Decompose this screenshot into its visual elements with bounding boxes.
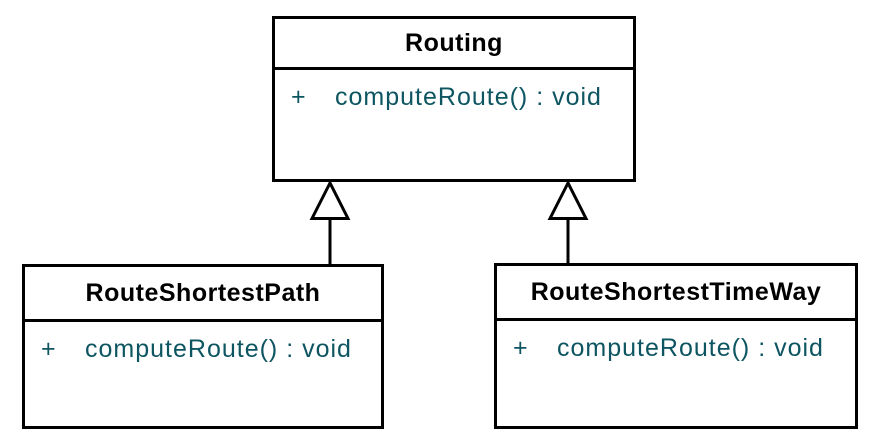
method-row: + computeRoute() : void (513, 334, 855, 363)
class-box-route-shortest-path: RouteShortestPath + computeRoute() : voi… (22, 264, 384, 429)
generalization-arrow-left (309, 179, 351, 266)
method-signature: computeRoute() : void (557, 334, 824, 362)
visibility-symbol: + (41, 335, 57, 363)
inheritance-triangle-icon (547, 179, 589, 220)
class-title: RouteShortestTimeWay (497, 266, 855, 321)
method-signature: computeRoute() : void (335, 83, 602, 111)
class-methods-compartment: + computeRoute() : void (25, 322, 381, 364)
class-title: RouteShortestPath (25, 267, 381, 322)
visibility-symbol: + (513, 334, 529, 362)
class-methods-compartment: + computeRoute() : void (497, 321, 855, 363)
class-box-routing: Routing + computeRoute() : void (272, 16, 636, 182)
visibility-symbol: + (291, 83, 307, 111)
method-row: + computeRoute() : void (291, 83, 633, 112)
class-box-route-shortest-time-way: RouteShortestTimeWay + computeRoute() : … (494, 263, 858, 429)
method-row: + computeRoute() : void (41, 335, 381, 364)
method-signature: computeRoute() : void (85, 335, 352, 363)
inheritance-triangle-icon (309, 179, 351, 220)
class-methods-compartment: + computeRoute() : void (275, 70, 633, 112)
class-title: Routing (275, 19, 633, 70)
generalization-arrow-right (547, 179, 589, 265)
